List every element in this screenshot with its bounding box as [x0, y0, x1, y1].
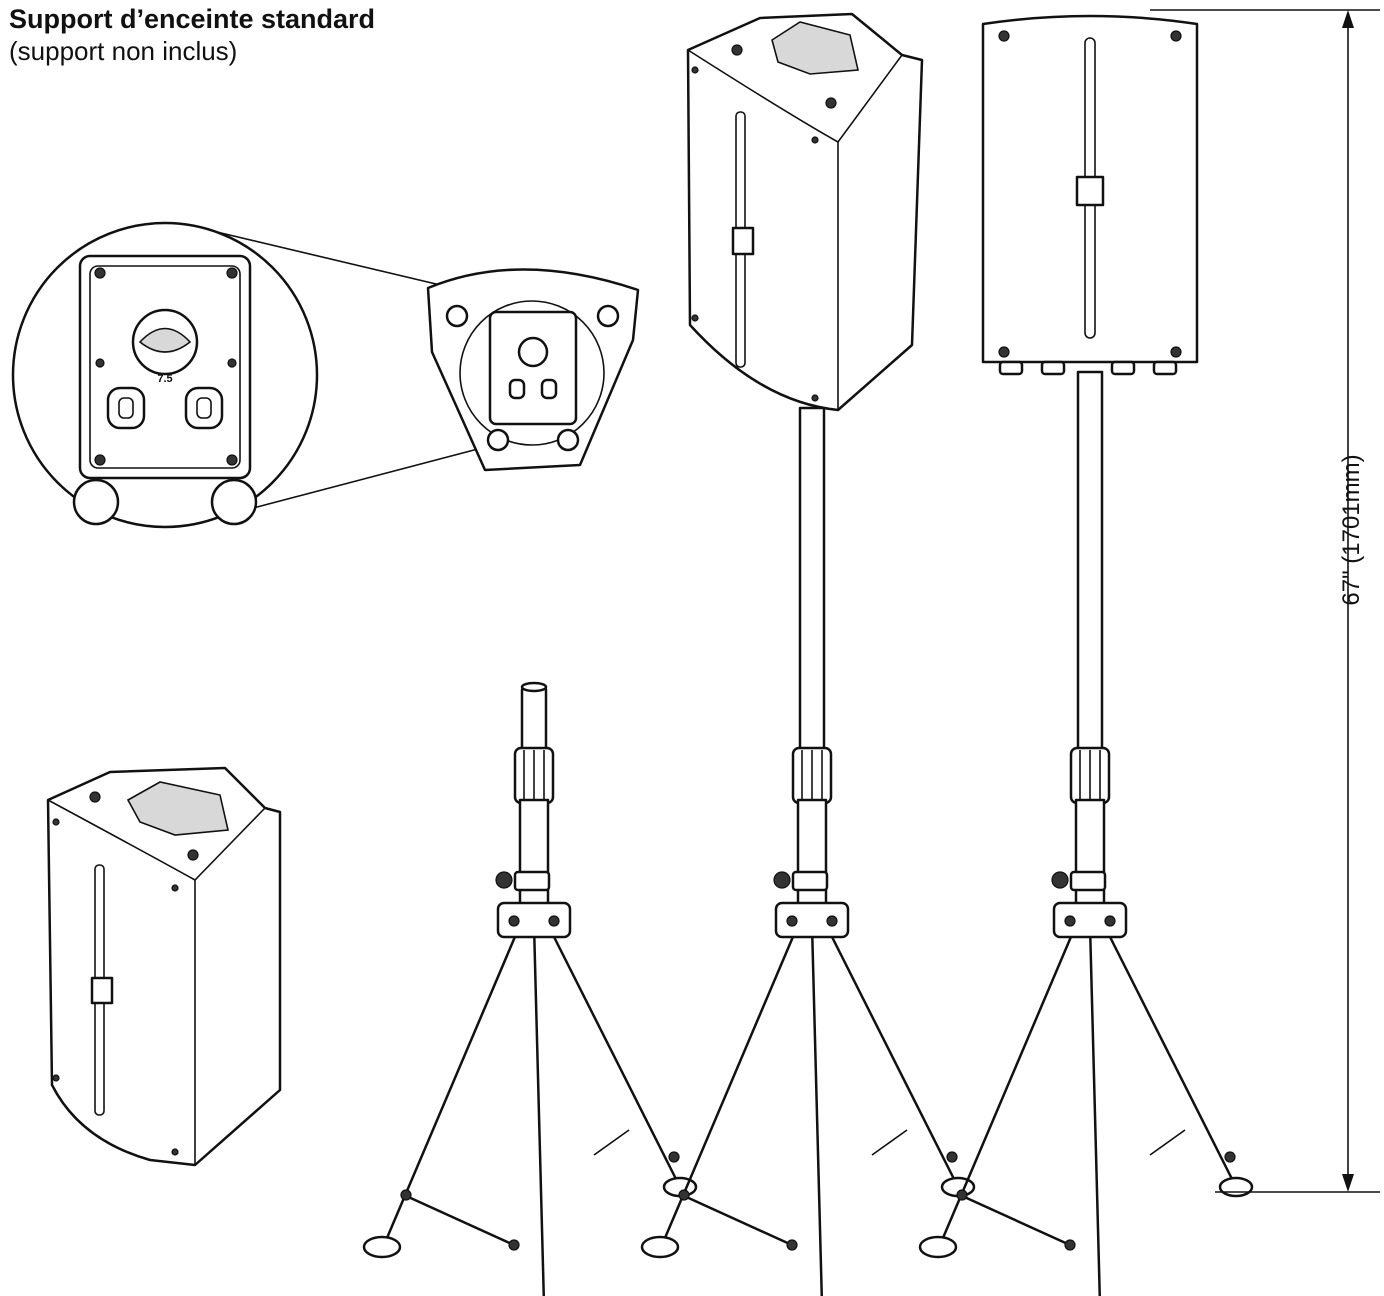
plate-marking-label: 7.5: [157, 373, 172, 385]
stand-with-speaker-front: [918, 14, 1254, 1296]
stand-without-speaker: [362, 681, 698, 1296]
height-dimension-line: [1150, 9, 1380, 1193]
speaker-underside-view: [426, 268, 640, 472]
mounting-plate-detail: 7.5: [11, 221, 551, 529]
diagram-subtitle: (support non inclus): [9, 36, 238, 66]
stand-with-speaker-angled: [640, 12, 976, 1296]
diagram-title: Support d’enceinte standard: [9, 4, 376, 34]
speaker-perspective-bottom-left: [46, 766, 282, 1167]
